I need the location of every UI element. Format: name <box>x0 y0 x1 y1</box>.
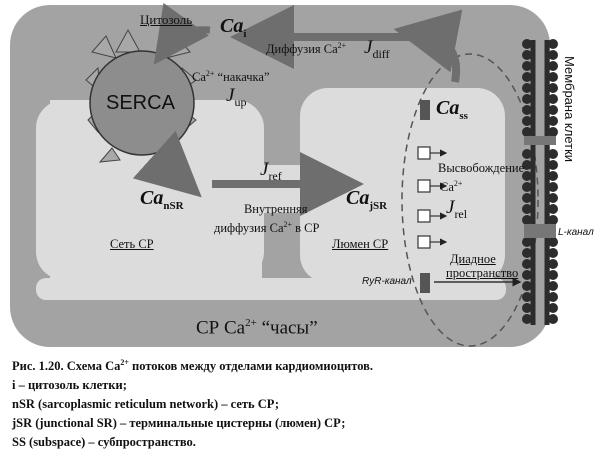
membrane-lipid-head <box>548 248 558 258</box>
membrane-lipid-head <box>548 314 558 324</box>
membrane-lipid-head <box>548 50 558 60</box>
membrane-lipid-head <box>522 83 532 93</box>
l-channel-label: L-канал <box>558 227 594 238</box>
membrane-lipid-head <box>548 259 558 269</box>
caption-line-jsr: jSR (junctional SR) – терминальные цисте… <box>12 416 346 430</box>
ca-ss-label: Cass <box>436 97 468 122</box>
membrane-lipid-head <box>548 215 558 225</box>
membrane-lipid-head <box>522 204 532 214</box>
ca-nsr-label: CanSR <box>140 187 184 212</box>
membrane-lipid-head <box>548 281 558 291</box>
j-ref-label: Jref <box>260 159 282 183</box>
membrane-lipid-head <box>522 215 532 225</box>
membrane-lipid-head <box>522 116 532 126</box>
membrane-lipid-head <box>522 171 532 181</box>
ss-to-cytosol-arrow <box>393 9 463 83</box>
membrane-lipid-head <box>522 314 532 324</box>
membrane-lipid-head <box>522 193 532 203</box>
figure-caption-title: Рис. 1.20. Схема Ca2+ потоков между отде… <box>12 358 374 374</box>
membrane-lipid-head <box>548 105 558 115</box>
caption-line-ss: SS (subspace) – субпространство. <box>12 435 196 449</box>
membrane-lipid-head <box>548 83 558 93</box>
j-rel-label: Jrel <box>446 197 468 221</box>
membrane-gap <box>524 136 556 145</box>
membrane-lipid-head <box>548 149 558 159</box>
membrane-lipid-head <box>522 127 532 137</box>
sr-clock-label: СР Ca2+ “часы” <box>196 317 318 339</box>
membrane-lipid-head <box>548 116 558 126</box>
calcium-flux-diagram <box>10 2 558 347</box>
membrane-lipid-head <box>548 171 558 181</box>
diffusion-label: Диффузия Ca2+ <box>266 41 347 57</box>
membrane-lipid-head <box>548 237 558 247</box>
membrane-lipid-head <box>548 160 558 170</box>
release-label: Высвобождение Ca2+ <box>438 161 525 195</box>
membrane-lipid-head <box>548 61 558 71</box>
membrane-lipid-head <box>522 94 532 104</box>
membrane-lipid-head <box>548 270 558 280</box>
membrane-lipid-head <box>548 127 558 137</box>
ryr-channel-top <box>420 100 430 120</box>
cytosol-curve-arrow <box>153 2 211 65</box>
membrane-lipid-head <box>522 292 532 302</box>
internal-diffusion-label: Внутренняя диффузия Ca2+ в СР <box>214 202 320 236</box>
caption-line-cytosol: i – цитозоль клетки; <box>12 378 127 392</box>
membrane-lipid-head <box>548 292 558 302</box>
membrane-lipid-head <box>522 72 532 82</box>
membrane-lipid-head <box>548 72 558 82</box>
sr-lumen-label: Люмен СР <box>332 237 389 251</box>
membrane-lipid-head <box>522 281 532 291</box>
membrane-lipid-head <box>522 160 532 170</box>
j-diff-label: Jdiff <box>364 37 390 61</box>
membrane-lipid-head <box>522 259 532 269</box>
membrane-lipid-head <box>522 50 532 60</box>
membrane-lipid-head <box>548 204 558 214</box>
ca-i-label: Cai <box>220 15 247 40</box>
membrane-lipid-head <box>522 237 532 247</box>
cell-membrane <box>522 39 558 325</box>
membrane-lipid-head <box>548 94 558 104</box>
dyadic-space-label: Диадное пространство <box>446 252 519 280</box>
ryr-channel-bottom <box>420 273 430 293</box>
membrane-lipid-head <box>522 248 532 258</box>
caption-line-nsr: nSR (sarcoplasmic reticulum network) – с… <box>12 397 280 411</box>
membrane-lipid-head <box>548 193 558 203</box>
pump-label: Ca2+ “накачка” <box>192 69 270 85</box>
membrane-lipid-head <box>548 182 558 192</box>
membrane-lipid-head <box>522 39 532 49</box>
membrane-lipid-head <box>522 105 532 115</box>
release-channels <box>417 146 522 287</box>
membrane-label: Мембрана клетки <box>562 56 577 163</box>
membrane-lipid-head <box>522 303 532 313</box>
serca-pump <box>85 28 197 163</box>
membrane-lipid-head <box>548 303 558 313</box>
membrane-lipid-head <box>522 61 532 71</box>
l-channel <box>524 224 556 238</box>
ryr-channel-label: RyR-канал <box>362 276 412 287</box>
membrane-lipid-head <box>522 182 532 192</box>
dyadic-subspace <box>401 53 539 347</box>
j-up-label: Jup <box>226 85 247 109</box>
serca-label: SERCA <box>106 92 175 114</box>
membrane-lipid-head <box>548 39 558 49</box>
up-arrow <box>132 130 202 198</box>
cytosol-label: Цитозоль <box>140 12 193 27</box>
sr-connector-bottom <box>36 278 506 300</box>
membrane-lipid-head <box>522 149 532 159</box>
membrane-lipid-head <box>522 270 532 280</box>
ca-jsr-label: CajSR <box>346 187 388 212</box>
sr-network-label: Сеть СР <box>110 237 154 251</box>
